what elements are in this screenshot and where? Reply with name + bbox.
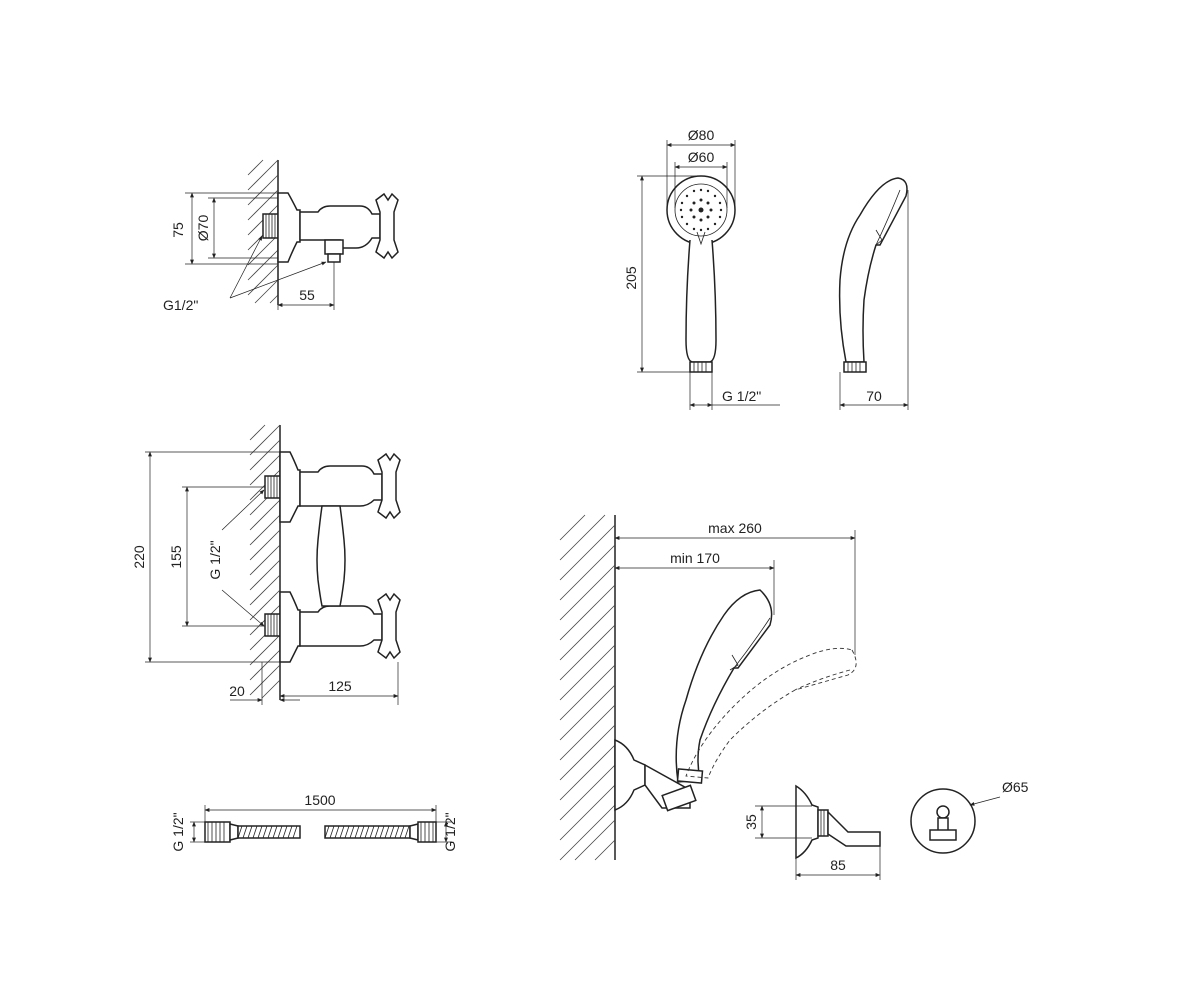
label-holder-max: max 260 <box>708 520 762 536</box>
dim-55: 55 <box>277 262 335 310</box>
dim-70: Ø70 <box>195 197 278 259</box>
holder-assembly: max 260 min 170 <box>559 514 857 861</box>
holder-side-view: 35 85 <box>743 784 881 880</box>
label-head-depth: 70 <box>866 388 882 404</box>
label-mixer-front-wall: 20 <box>229 683 245 699</box>
label-hose-thread-right: G 1/2" <box>442 812 458 851</box>
mixer-top-view: 75 Ø70 55 G1/2" <box>163 159 399 313</box>
label-holder-min: min 170 <box>670 550 720 566</box>
label-mixer-top-height: 75 <box>170 222 186 238</box>
dim-65: Ø65 <box>969 779 1029 806</box>
label-head-dia-inner: Ø60 <box>688 149 715 165</box>
label-mixer-top-thread: G1/2" <box>163 297 198 313</box>
label-hose-thread-left: G 1/2" <box>170 812 186 851</box>
dim-1500: 1500 <box>204 792 437 822</box>
mixer-front-view: 220 155 G 1/2" 20 125 <box>131 424 401 705</box>
label-mixer-top-depth: 55 <box>299 287 315 303</box>
label-holder-height: 35 <box>743 814 759 830</box>
label-head-length: 205 <box>623 266 639 290</box>
label-mixer-front-depth: 125 <box>328 678 352 694</box>
dim-85: 85 <box>795 846 881 880</box>
label-mixer-front-height: 220 <box>131 545 147 569</box>
dim-205: 205 <box>623 175 701 373</box>
label-holder-flange-dia: Ø65 <box>1002 779 1029 795</box>
label-head-thread: G 1/2" <box>722 388 761 404</box>
hose-view: 1500 G 1/2" G 1/2" <box>170 792 458 852</box>
dim-min-170: min 170 <box>614 550 775 615</box>
label-holder-depth: 85 <box>830 857 846 873</box>
wall-hatch-holder <box>559 514 616 861</box>
thread-leader-front: G 1/2" <box>207 489 265 627</box>
dim-head-thread: G 1/2" <box>689 372 780 410</box>
dim-hose-threads: G 1/2" G 1/2" <box>170 812 458 851</box>
label-mixer-top-flange-dia: Ø70 <box>195 215 211 242</box>
shower-head-front: Ø80 Ø60 205 G 1/2" <box>623 127 780 410</box>
label-hose-length: 1500 <box>304 792 335 808</box>
dim-35: 35 <box>743 805 812 839</box>
dim-20-125: 20 125 <box>229 662 399 705</box>
holder-front-view: Ø65 <box>910 779 1029 854</box>
dim-155: 155 <box>168 486 265 627</box>
thread-leader-top: G1/2" <box>163 235 327 313</box>
dim-75: 75 <box>170 192 278 265</box>
dim-220: 220 <box>131 451 280 663</box>
dim-60: Ø60 <box>674 149 728 208</box>
dim-80: Ø80 <box>666 127 736 208</box>
wall-hatch-front <box>249 424 281 700</box>
label-mixer-front-thread: G 1/2" <box>207 540 223 579</box>
label-mixer-front-spacing: 155 <box>168 545 184 569</box>
dim-max-260: max 260 <box>614 520 856 655</box>
label-head-dia-outer: Ø80 <box>688 127 715 143</box>
shower-head-side: 70 <box>838 177 909 410</box>
dim-70-side: 70 <box>839 190 909 410</box>
